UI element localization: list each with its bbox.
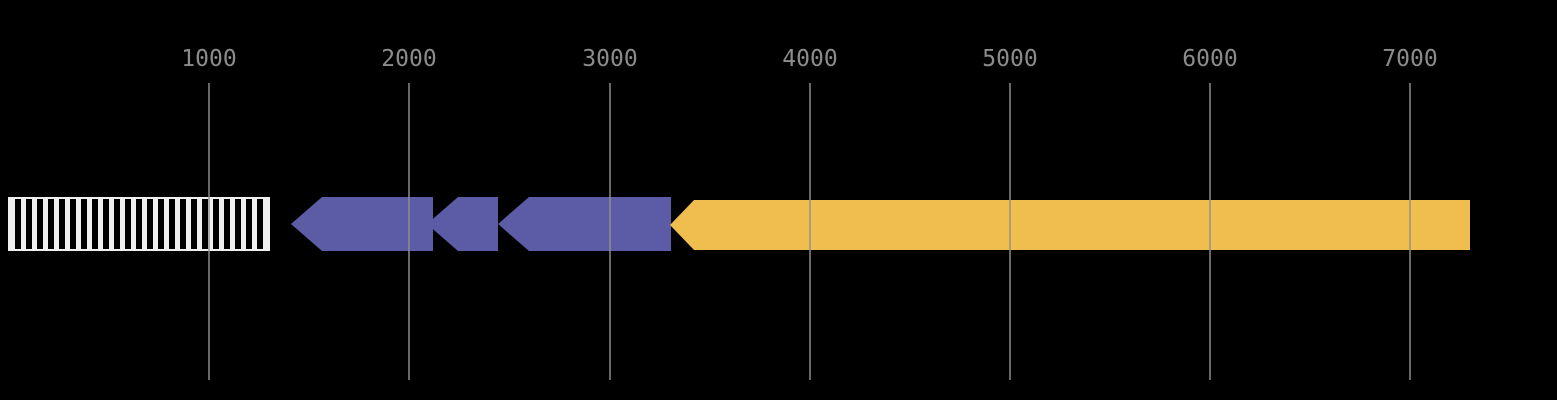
feature-yellow-gene-1[interactable] <box>670 200 1470 250</box>
tick-label-2000: 2000 <box>381 46 437 72</box>
blue-gene-3-shape <box>498 197 671 251</box>
feature-striped-repeat-block[interactable] <box>8 197 270 251</box>
gridline-3000 <box>609 83 611 380</box>
gridline-6000 <box>1209 83 1211 380</box>
feature-blue-gene-2[interactable] <box>427 197 498 251</box>
gridline-5000 <box>1009 83 1011 380</box>
yellow-gene-1-shape <box>670 200 1470 250</box>
feature-blue-gene-3[interactable] <box>498 197 671 251</box>
tick-label-5000: 5000 <box>982 46 1038 72</box>
gridline-2000 <box>408 83 410 380</box>
gridline-1000 <box>208 83 210 380</box>
tick-label-7000: 7000 <box>1382 46 1438 72</box>
gridline-4000 <box>809 83 811 380</box>
tick-label-4000: 4000 <box>782 46 838 72</box>
tick-label-3000: 3000 <box>582 46 638 72</box>
tick-label-6000: 6000 <box>1182 46 1238 72</box>
tick-label-1000: 1000 <box>181 46 237 72</box>
blue-gene-1-shape <box>291 197 433 251</box>
feature-blue-gene-1[interactable] <box>291 197 433 251</box>
blue-gene-2-shape <box>427 197 498 251</box>
gridline-7000 <box>1409 83 1411 380</box>
